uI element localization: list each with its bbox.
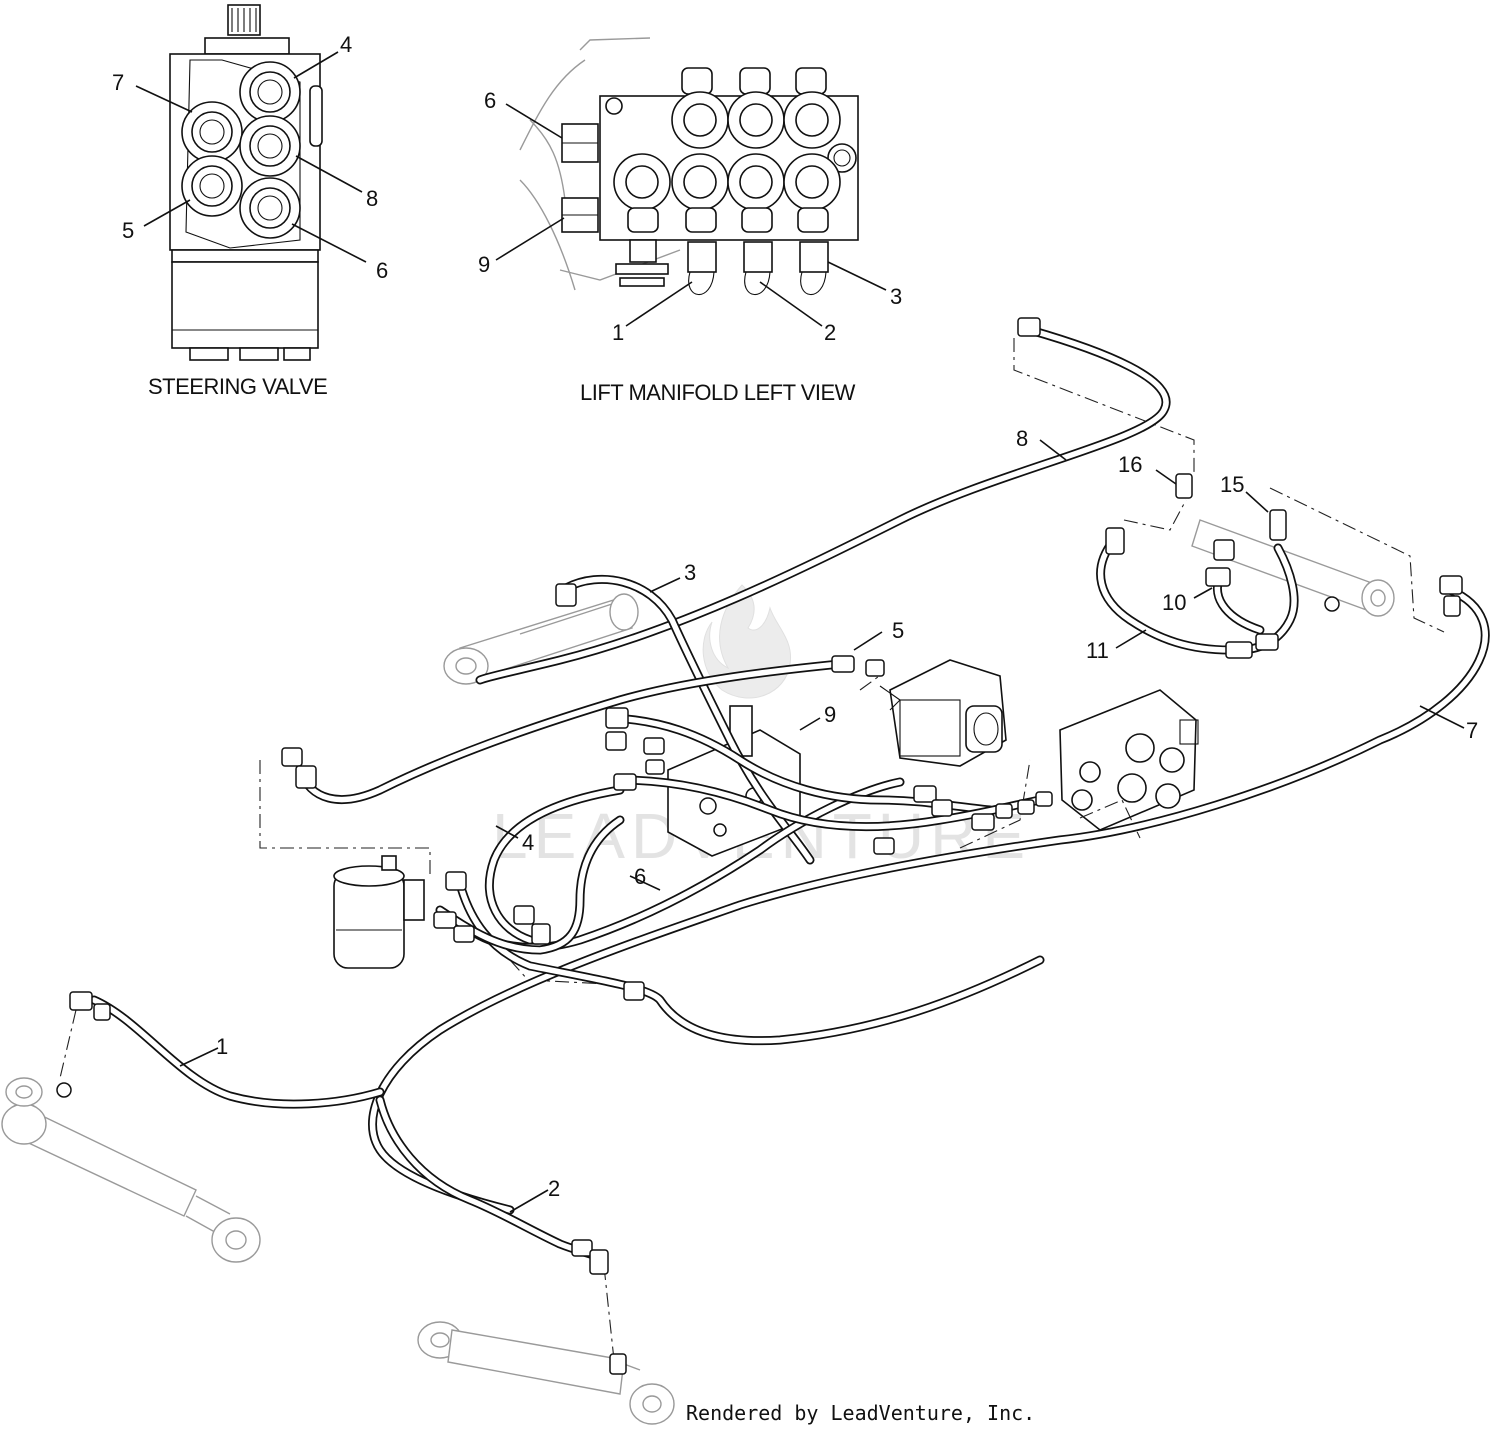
main-assembly: 8 16 15 3 10 11 5 9 7 4 6 1 2 [1,317,1490,1425]
hose-h6b-fill [457,881,1043,1044]
port-7 [181,101,243,163]
callout-5: 5 [892,618,904,643]
callout-leaders [179,439,1465,1213]
footer-credit: Rendered by LeadVenture, Inc. [686,1401,1035,1425]
callout-11: 11 [1086,638,1109,663]
callout-sv-8: 8 [366,186,378,211]
steering-valve-main [333,855,425,969]
steering-valve-caption: STEERING VALVE [148,374,327,399]
lift-cylinder-lower-middle [417,1321,675,1425]
hose-h9-fill [609,715,993,813]
hose-fittings [69,317,1463,1275]
callout-2: 2 [548,1176,560,1201]
hose-h1-outline [89,995,385,1109]
callout-10: 10 [1162,590,1186,615]
port-5 [181,155,243,217]
lift-manifold-caption: LIFT MANIFOLD LEFT VIEW [580,380,856,405]
callout-7: 7 [1466,718,1478,743]
hose-h4b-fill [437,817,623,953]
fitting-3 [799,241,829,273]
control-manifold-right [1059,689,1199,831]
callout-6: 6 [634,864,646,889]
hose-h1-fill [91,997,383,1107]
port-8 [239,115,301,177]
hydraulic-pump [879,659,1007,767]
port-6 [239,177,301,239]
hoses [89,325,1490,1261]
callout-sv-5: 5 [122,218,134,243]
solenoid-row-top [671,67,841,149]
callout-lm-2: 2 [824,320,836,345]
fitting-2 [743,241,773,273]
callout-3: 3 [684,560,696,585]
hose-h9b-fill [617,777,1043,830]
callout-sv-7: 7 [112,70,124,95]
callout-8: 8 [1016,426,1028,451]
callout-1: 1 [216,1034,228,1059]
callout-sv-4: 4 [340,32,352,57]
hose-h6b-outline [455,879,1045,1046]
lift-cylinder-upper [443,593,639,685]
callout-lm-6: 6 [484,88,496,113]
callout-lm-1: 1 [612,320,624,345]
hose-h4-fill [486,787,623,943]
callout-4: 4 [522,830,534,855]
solenoid-row-bottom [613,153,841,233]
port-4 [239,61,301,123]
lift-manifold-inset: 6 9 3 1 2 LIFT MANIFOLD LEFT VIEW [478,37,902,405]
hose-h5-fill [297,661,843,803]
callout-sv-6: 6 [376,258,388,283]
hose-h11-fill [1097,537,1297,653]
callout-lm-3: 3 [890,284,902,309]
callout-lm-9: 9 [478,252,490,277]
steering-motor-housing [171,261,319,349]
steering-valve-inset: 4 7 8 5 6 STEERING VALVE [112,4,388,399]
lift-cylinder-lower-left [1,1077,261,1263]
callout-9: 9 [824,702,836,727]
fitting-1 [687,241,717,273]
hose-h8-fill [477,327,1169,683]
hose-h7-fill [369,587,1488,1213]
callout-16: 16 [1118,452,1142,477]
callout-15: 15 [1220,472,1244,497]
